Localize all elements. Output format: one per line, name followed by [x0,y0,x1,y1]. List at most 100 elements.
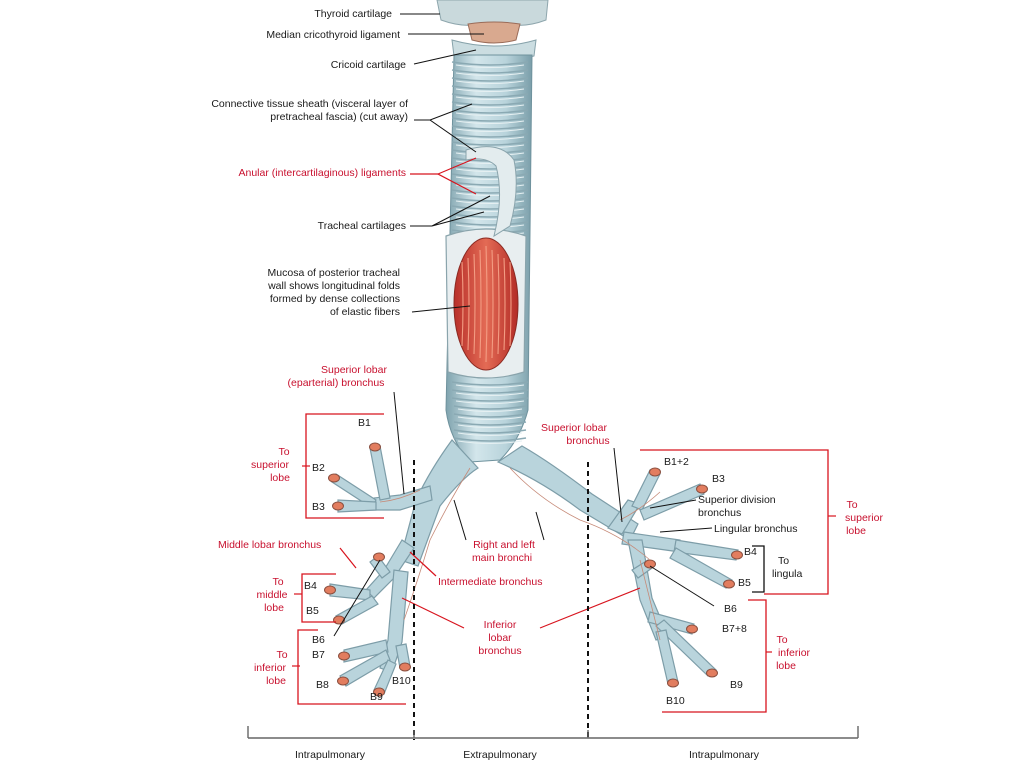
bracket-left-superior [640,449,829,595]
label-superior-division-line1: Superior division [698,494,776,506]
seg-left-b1-2: B1+2 [664,456,689,468]
seg-right-b2: B2 [312,462,325,474]
label-superior-lobar-right-line1: Superior lobar [321,364,387,376]
cartilage-ring [451,389,529,394]
label-to-inferior-lobe-left-2: inferior [778,647,811,659]
seg-left-b6: B6 [724,603,737,615]
mucosa-fold [509,261,512,347]
ring-highlight [455,104,525,108]
label-to-lingula-2: lingula [772,568,803,580]
bronchus-cut-end [338,651,350,661]
label-inferior-lobar-line3: bronchus [478,645,521,657]
bronchus-cut-end [332,501,344,511]
label-right-left-main-line2: main bronchi [472,552,532,564]
label-median-cricothyroid-ligament: Median cricothyroid ligament [266,29,400,41]
cartilage-ring [451,165,529,170]
cartilage-ring [451,101,529,106]
ring-highlight [457,416,523,420]
cricothyroid-ligament-shape [467,21,521,44]
label-cricoid-cartilage: Cricoid cartilage [331,59,406,71]
label-to-superior-lobe-left-1: To [846,499,857,511]
cartilage-ring [451,109,529,114]
left-b3-branch [639,483,705,521]
bracket-right-middle [301,573,336,623]
cartilage-ring [451,381,529,386]
mucosa-longitudinal-folds [461,245,512,363]
bronchus-cut-end [706,668,718,678]
ring-highlight [455,80,525,84]
cartilage-ring [451,93,529,98]
region-label-intrapulmonary-right-lung: Intrapulmonary [295,749,366,761]
bronchus-cut-end [373,687,385,697]
label-right-left-main-line1: Right and left [473,539,535,551]
seg-left-b10: B10 [666,695,685,707]
cartilage-ring [451,125,529,130]
cartilage-ring [453,437,527,442]
seg-right-b5: B5 [306,605,319,617]
ring-highlight [455,136,525,140]
cartilage-ring [451,173,529,178]
bronchus-cut-end [723,579,735,589]
label-connective-sheath-line1: Connective tissue sheath (visceral layer… [211,98,408,110]
bronchus-cut-end [373,552,385,562]
cartilage-ring [453,413,527,418]
label-to-inferior-lobe-left-3: lobe [776,660,796,672]
ring-highlight [455,120,525,124]
cartilage-ring [451,213,529,218]
bronchus-cut-end [649,467,661,477]
ring-highlight [455,392,525,396]
region-axis [247,726,859,739]
mucosa-fold [473,253,476,355]
label-to-middle-lobe-1: To [272,576,283,588]
label-mucosa-line4: of elastic fibers [330,306,400,318]
ring-highlight [457,432,523,436]
label-to-lingula-1: To [778,555,789,567]
bronchus-cut-end [328,473,340,483]
posterior-tracheal-mucosa [453,237,519,371]
bronchus-cut-end [324,585,336,595]
bracket-left-inferior [662,599,767,713]
ring-highlight [455,384,525,388]
cartilage-ring [451,197,529,202]
tracheal-rings [451,61,529,444]
label-mucosa-line1: Mucosa of posterior tracheal [268,267,400,279]
bronchus-cut-end [731,550,743,560]
seg-left-b9: B9 [730,679,743,691]
cartilage-ring [453,421,527,426]
bronchus-cut-end [399,662,411,672]
seg-right-b9: B9 [370,691,383,703]
label-to-inferior-lobe-right-3: lobe [266,675,286,687]
ring-highlight [457,408,523,412]
right-b7-branch [343,639,389,663]
label-mucosa-line3: formed by dense collections [270,293,400,305]
mucosa-fold [497,253,500,355]
label-mucosa-line2: wall shows longitudinal folds [267,280,400,292]
ring-highlight [455,112,525,116]
label-to-superior-lobe-right-2: superior [251,459,289,471]
bronchus-cut-end [696,484,708,494]
cartilage-ring [451,397,529,402]
label-anular-ligaments: Anular (intercartilaginous) ligaments [239,167,407,179]
bronchus-cut-end [686,624,698,634]
bronchus-cut-ends [324,442,743,697]
left-main-bronchus-shape [496,445,639,541]
cartilage-ring [451,69,529,74]
label-to-superior-lobe-right-3: lobe [270,472,290,484]
label-superior-lobar-left-line1: Superior lobar [541,422,607,434]
cartilage-ring [453,429,527,434]
cartilage-ring [451,189,529,194]
ring-highlight [455,160,525,164]
seg-right-b10: B10 [392,675,411,687]
cartilage-ring [451,141,529,146]
ring-highlight [455,88,525,92]
seg-right-b1: B1 [358,417,371,429]
ring-highlight [457,424,523,428]
ring-highlight [455,224,525,228]
mucosa-fold [461,261,464,347]
lobe-brackets [297,413,829,713]
bronchus-cut-end [644,559,656,569]
mucosa-fold [485,245,488,363]
label-superior-lobar-right-line2: (eparterial) bronchus [288,377,385,389]
right-b1-branch [369,445,391,501]
labels: Thyroid cartilage Median cricothyroid li… [211,8,883,761]
